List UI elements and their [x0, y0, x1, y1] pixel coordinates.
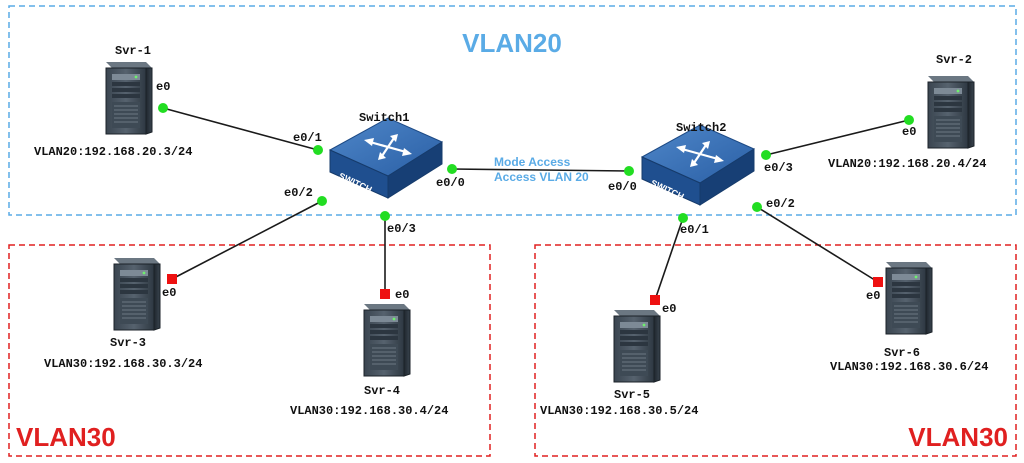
svr2-server-icon[interactable]: [927, 75, 975, 149]
svr5-port-status: [650, 295, 660, 305]
vlan30-right-zone: [534, 244, 1017, 457]
sw2-e0-2-label: e0/2: [766, 197, 795, 211]
link-svr1-switch1: [162, 107, 319, 151]
svr5-name: Svr-5: [614, 388, 650, 402]
sw2-e0-1-status: [678, 213, 688, 223]
svr1-port-status: [158, 103, 168, 113]
vlan20-zone-label: VLAN20: [462, 28, 562, 58]
link-svr6-switch2: [756, 206, 879, 283]
vlan30-left-zone-label: VLAN30: [16, 422, 116, 452]
link-svr3-switch1: [171, 200, 323, 280]
sw2-e0-3-status: [761, 150, 771, 160]
svr3-server-icon[interactable]: [113, 257, 161, 331]
svr4-ip: VLAN30:192.168.30.4/24: [290, 404, 448, 418]
svr3-port-label: e0: [162, 286, 176, 300]
svr4-name: Svr-4: [364, 384, 400, 398]
svr5-ip: VLAN30:192.168.30.5/24: [540, 404, 698, 418]
svr1-port-label: e0: [156, 80, 170, 94]
sw1-e0-2-status: [317, 196, 327, 206]
svr1-name: Svr-1: [115, 44, 151, 58]
trunk-note-mode: Mode Access: [494, 155, 571, 169]
svr6-ip: VLAN30:192.168.30.6/24: [830, 360, 988, 374]
svr4-port-label: e0: [395, 288, 409, 302]
svr3-port-status: [167, 274, 177, 284]
svr3-ip: VLAN30:192.168.30.3/24: [44, 357, 202, 371]
svr6-port-status: [873, 277, 883, 287]
sw1-e0-2-label: e0/2: [284, 186, 313, 200]
link-svr2-switch2: [765, 119, 910, 156]
svr3-name: Svr-3: [110, 336, 146, 350]
sw2-e0-3-label: e0/3: [764, 161, 793, 175]
link-switch1-switch2: [451, 168, 630, 172]
svr6-port-label: e0: [866, 289, 880, 303]
svr5-server-icon[interactable]: [613, 309, 661, 383]
svr2-port-status: [904, 115, 914, 125]
trunk-note-vlan: Access VLAN 20: [494, 170, 589, 184]
switch2-name: Switch2: [676, 121, 726, 135]
sw1-e0-1-status: [313, 145, 323, 155]
svr2-port-label: e0: [902, 125, 916, 139]
svr1-server-icon[interactable]: [105, 61, 153, 135]
svr6-name: Svr-6: [884, 346, 920, 360]
svr6-server-icon[interactable]: [885, 261, 933, 335]
sw1-e0-0-label: e0/0: [436, 176, 465, 190]
svr5-port-label: e0: [662, 302, 676, 316]
sw2-e0-1-label: e0/1: [680, 223, 709, 237]
switch1-name: Switch1: [359, 111, 409, 125]
sw2-e0-0-label: e0/0: [608, 180, 637, 194]
sw2-e0-0-status: [624, 166, 634, 176]
vlan30-right-zone-label: VLAN30: [908, 422, 1008, 452]
svr4-server-icon[interactable]: [363, 303, 411, 377]
svr2-name: Svr-2: [936, 53, 972, 67]
link-svr5-switch2: [654, 217, 684, 301]
svr1-ip: VLAN20:192.168.20.3/24: [34, 145, 192, 159]
vlan20-zone: [8, 5, 1017, 216]
sw1-e0-0-status: [447, 164, 457, 174]
sw1-e0-3-label: e0/3: [387, 222, 416, 236]
switch2[interactable]: SWITCH: [640, 123, 756, 207]
vlan30-left-zone: [8, 244, 491, 457]
sw1-e0-3-status: [380, 211, 390, 221]
svr4-port-status: [380, 289, 390, 299]
svr2-ip: VLAN20:192.168.20.4/24: [828, 157, 986, 171]
sw1-e0-1-label: e0/1: [293, 131, 322, 145]
sw2-e0-2-status: [752, 202, 762, 212]
switch1[interactable]: SWITCH: [328, 116, 444, 200]
